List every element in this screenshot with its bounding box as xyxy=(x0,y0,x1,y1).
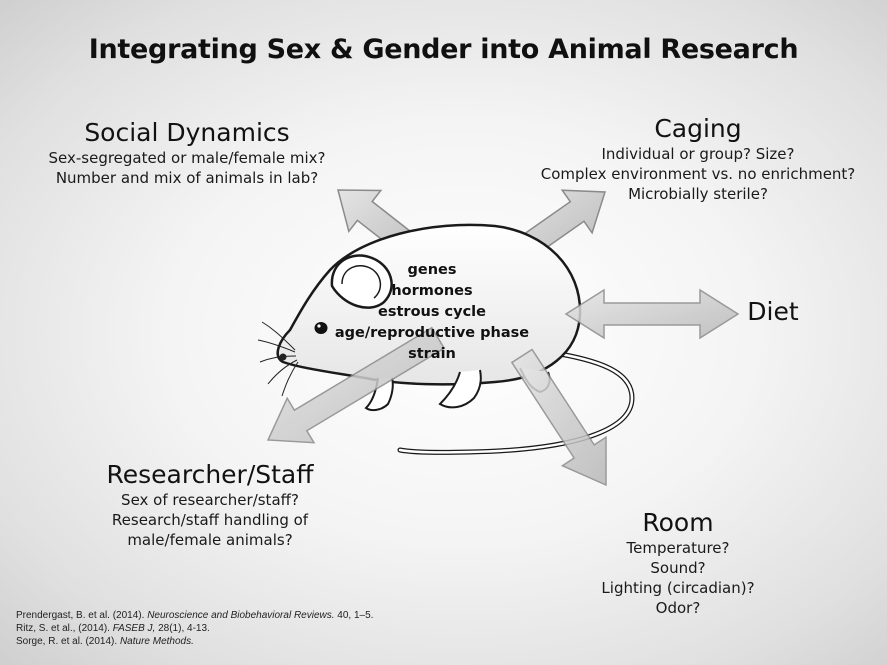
caging-line: Microbially sterile? xyxy=(528,184,868,204)
reference-item: Ritz, S. et al., (2014). FASEB J, 28(1),… xyxy=(16,622,476,635)
room-line: Odor? xyxy=(568,598,788,618)
room-heading: Room xyxy=(568,508,788,538)
trait-estrous-cycle: estrous cycle xyxy=(322,302,542,323)
social-dynamics-line: Sex-segregated or male/female mix? xyxy=(32,148,342,168)
diet-block: Diet xyxy=(728,297,818,327)
diet-heading: Diet xyxy=(728,297,818,327)
social-dynamics-block: Social Dynamics Sex-segregated or male/f… xyxy=(32,118,342,188)
trait-genes: genes xyxy=(322,260,542,281)
reference-item: Sorge, R. et al. (2014). Nature Methods. xyxy=(16,635,476,648)
trait-strain: strain xyxy=(322,344,542,365)
caging-block: Caging Individual or group? Size? Comple… xyxy=(528,114,868,204)
arrow-diet-icon xyxy=(566,290,738,338)
trait-age-reproductive-phase: age/reproductive phase xyxy=(322,323,542,344)
social-dynamics-line: Number and mix of animals in lab? xyxy=(32,168,342,188)
social-dynamics-heading: Social Dynamics xyxy=(32,118,342,148)
researcher-staff-line: male/female animals? xyxy=(60,530,360,550)
room-line: Temperature? xyxy=(568,538,788,558)
arrow-room-icon xyxy=(512,350,606,486)
caging-line: Complex environment vs. no enrichment? xyxy=(528,164,868,184)
room-line: Sound? xyxy=(568,558,788,578)
researcher-staff-line: Sex of researcher/staff? xyxy=(60,490,360,510)
researcher-staff-heading: Researcher/Staff xyxy=(60,460,360,490)
caging-line: Individual or group? Size? xyxy=(528,144,868,164)
trait-hormones: hormones xyxy=(322,281,542,302)
references: Prendergast, B. et al. (2014). Neuroscie… xyxy=(16,609,476,648)
researcher-staff-line: Research/staff handling of xyxy=(60,510,360,530)
caging-heading: Caging xyxy=(528,114,868,144)
traits-list: genes hormones estrous cycle age/reprodu… xyxy=(322,260,542,365)
reference-item: Prendergast, B. et al. (2014). Neuroscie… xyxy=(16,609,476,622)
researcher-staff-block: Researcher/Staff Sex of researcher/staff… xyxy=(60,460,360,550)
room-block: Room Temperature? Sound? Lighting (circa… xyxy=(568,508,788,618)
room-line: Lighting (circadian)? xyxy=(568,578,788,598)
